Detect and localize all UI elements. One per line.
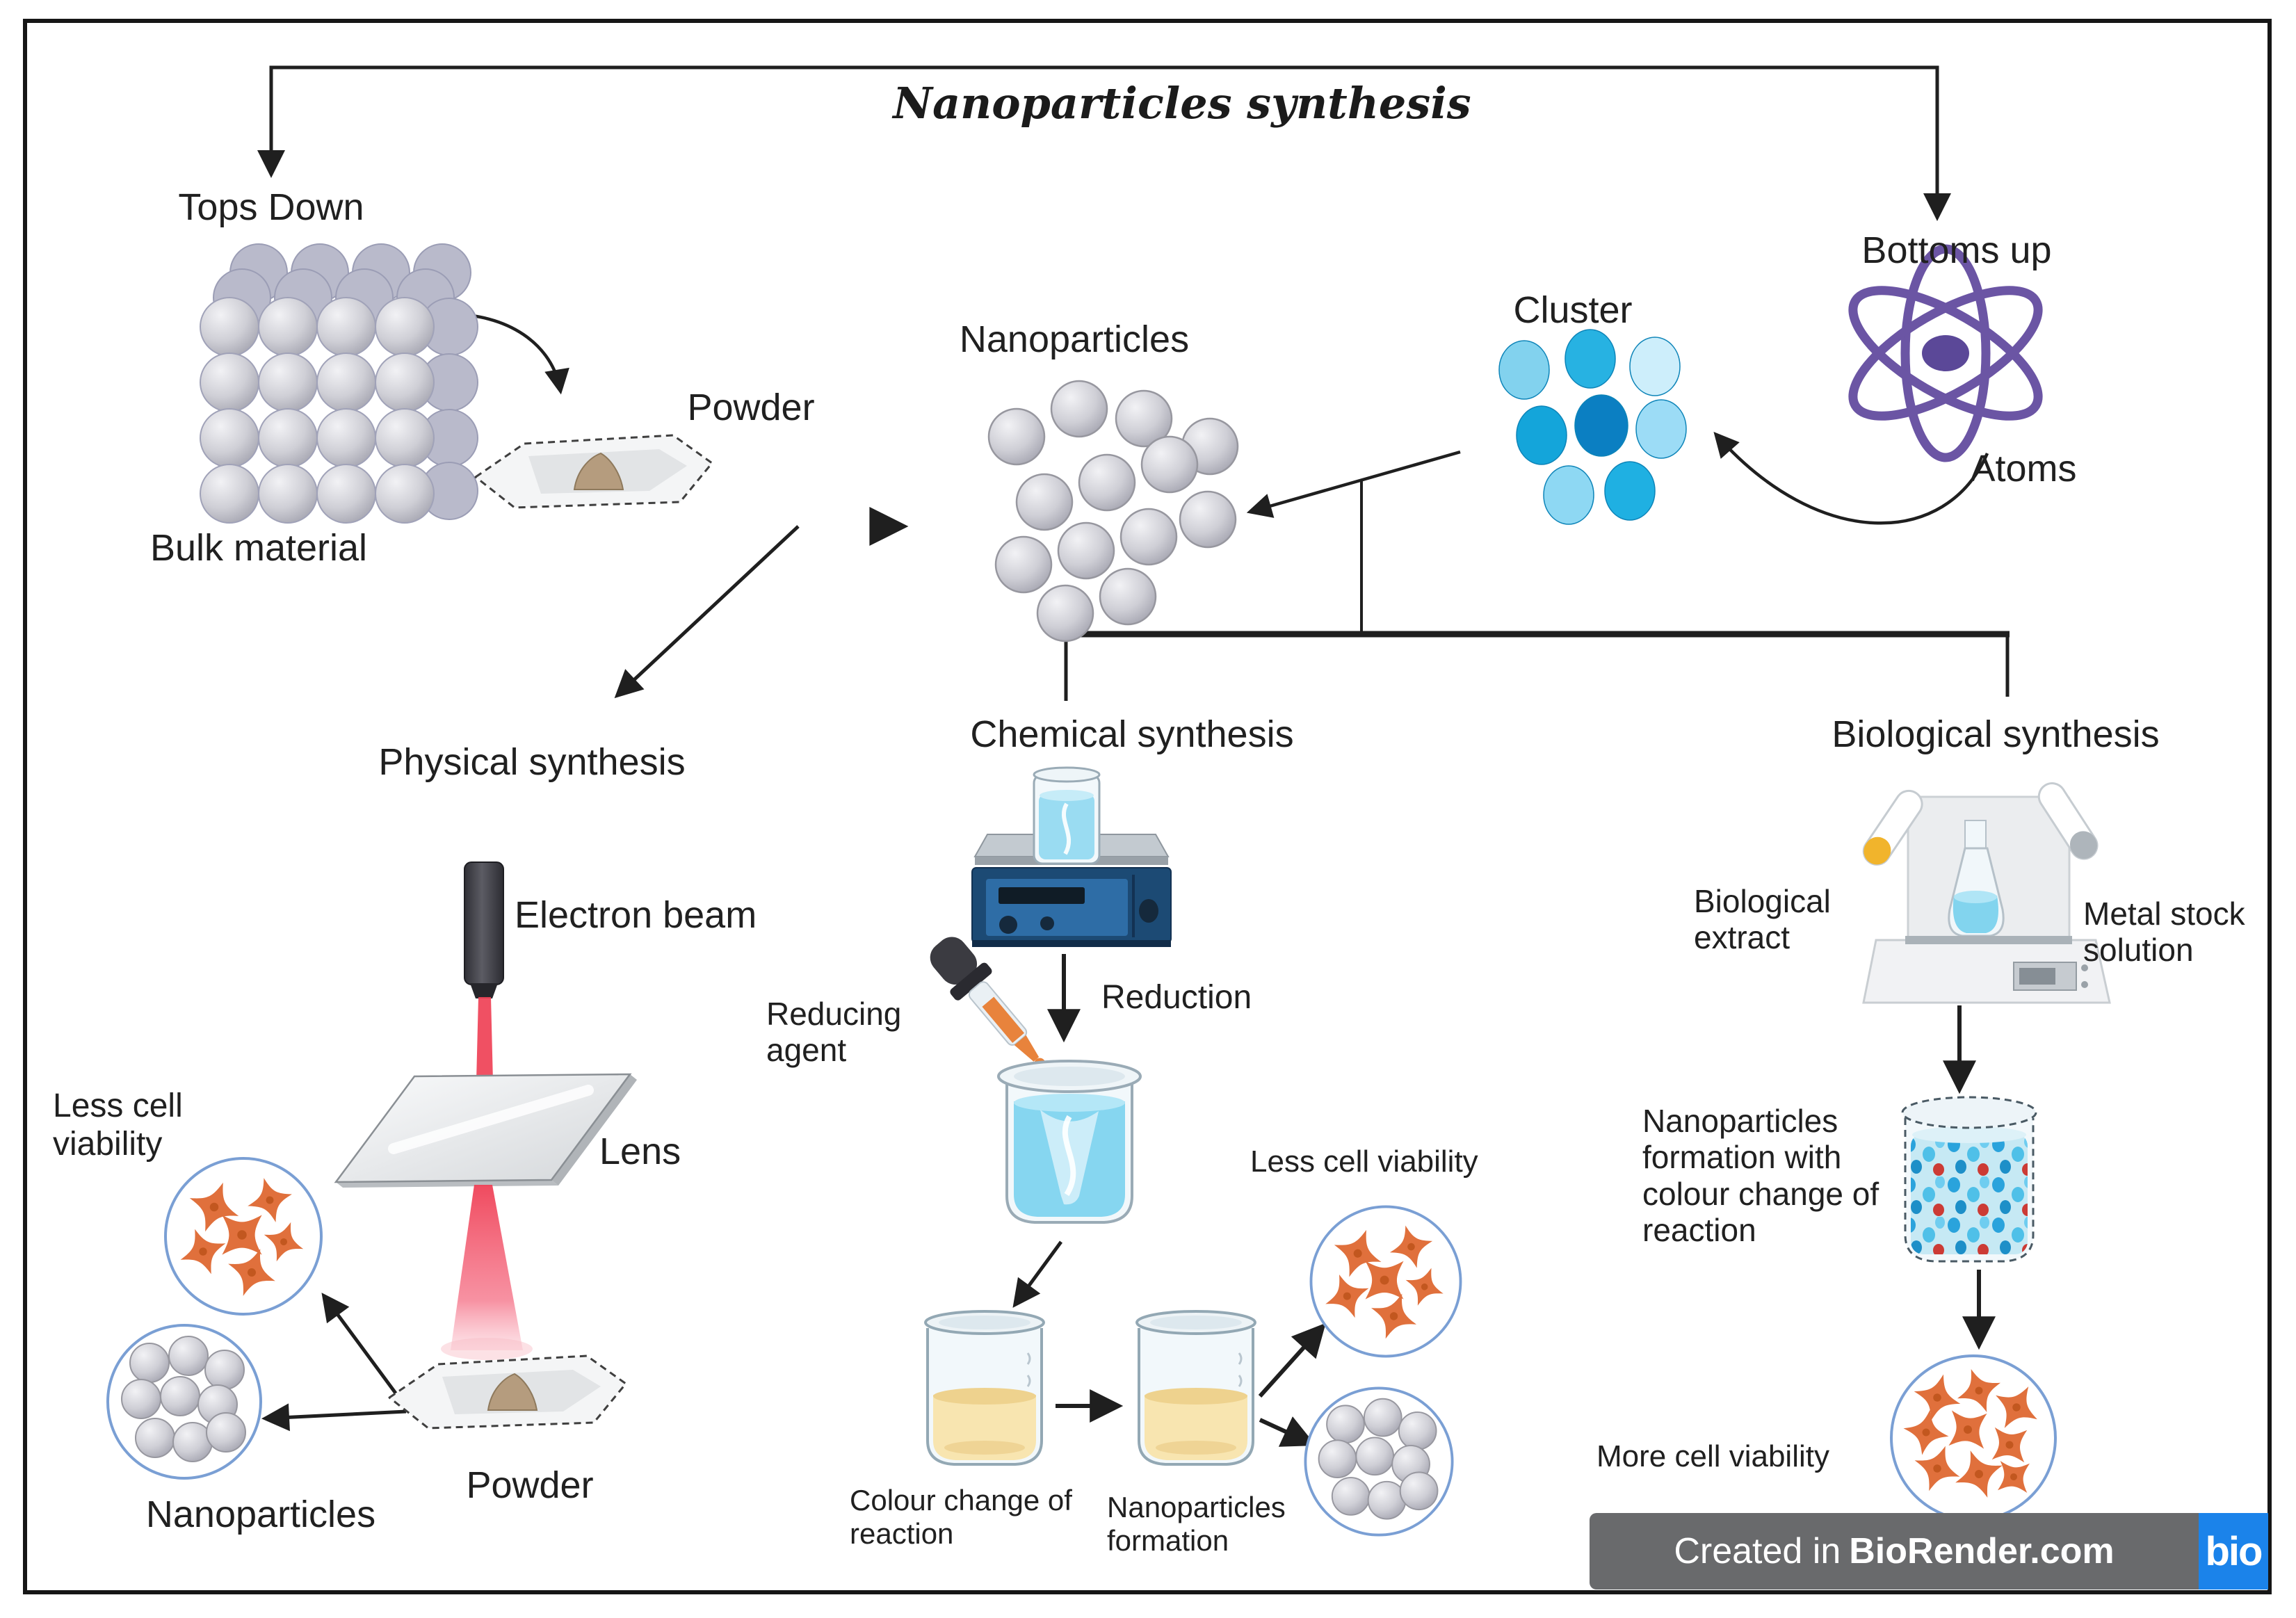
arrow-atoms-to-cluster xyxy=(1713,431,1989,525)
badge-brand: BioRender.com xyxy=(1849,1531,2115,1571)
atom-icon xyxy=(1848,244,2043,462)
magnetic-stirrer-icon xyxy=(971,834,1172,947)
label-reduction: Reduction xyxy=(1101,979,1252,1016)
label-tops-down: Tops Down xyxy=(178,186,364,228)
label-less-cell-viability-mid: Less cell viability xyxy=(1250,1144,1478,1179)
colour-change-beaker-icon xyxy=(924,1310,1045,1466)
biological-extract-tube-icon xyxy=(1862,789,1923,866)
label-powder-top: Powder xyxy=(687,387,815,428)
badge-prefix: Created in xyxy=(1674,1531,1841,1571)
beam-glow-icon xyxy=(441,1338,533,1360)
section-title-biological: Biological synthesis xyxy=(1832,713,2160,755)
arrow-beaker2-to-nanoparticles xyxy=(1259,1416,1316,1447)
arrow-beaker2-to-cells xyxy=(1258,1322,1326,1398)
label-less-cell-viability-left: Less cell viability xyxy=(53,1087,183,1163)
figure-border xyxy=(23,19,2272,1594)
section-title-chemical: Chemical synthesis xyxy=(970,713,1294,755)
arrow-powder-to-nanoparticles-left xyxy=(261,1403,407,1432)
stirrer-beaker-icon xyxy=(1033,766,1101,865)
flask-icon xyxy=(1948,820,2005,937)
label-metal-stock-solution: Metal stock solution xyxy=(2083,896,2245,969)
arrow-to-physical xyxy=(614,525,800,699)
label-powder-bottom: Powder xyxy=(466,1464,594,1506)
title-bracket xyxy=(257,65,1951,221)
label-bottoms-up: Bottoms up xyxy=(1861,229,2052,271)
electron-beam-lower-icon xyxy=(451,1185,523,1350)
arrow-cluster-to-nanoparticles xyxy=(1246,450,1461,518)
electron-gun-icon xyxy=(464,861,504,998)
label-atoms: Atoms xyxy=(1970,448,2077,490)
arrow-vortex-to-beaker1 xyxy=(1012,1240,1063,1308)
page-title: Nanoparticles synthesis xyxy=(893,78,1471,129)
vortex-beaker-icon xyxy=(997,1060,1142,1224)
lens-icon xyxy=(334,1073,637,1188)
label-cluster: Cluster xyxy=(1513,289,1633,331)
label-nanoparticles-formation: Nanoparticles formation xyxy=(1107,1491,1286,1557)
label-reducing-agent: Reducing agent xyxy=(766,996,902,1069)
label-colour-change: Colour change of reaction xyxy=(850,1484,1072,1550)
arrow-powder-to-cells-left xyxy=(321,1293,408,1409)
label-nanoparticles: Nanoparticles xyxy=(959,318,1190,360)
balance-scale-icon xyxy=(1862,782,2111,1004)
label-nanoparticles-left: Nanoparticles xyxy=(145,1494,376,1535)
biorender-badge: Created in BioRender.com xyxy=(1590,1513,2199,1589)
dropper-icon xyxy=(930,937,1046,1069)
connector-lines xyxy=(257,65,2010,1447)
bio-reaction-beaker-icon xyxy=(1901,1096,2037,1263)
biorender-logo-icon: bio xyxy=(2199,1513,2268,1589)
label-bulk-material: Bulk material xyxy=(149,527,368,569)
formation-beaker-icon xyxy=(1135,1310,1256,1466)
label-bio-nanoparticles-formation: Nanoparticles formation with colour chan… xyxy=(1642,1103,1879,1249)
section-title-physical: Physical synthesis xyxy=(378,741,686,783)
metal-stock-tube-icon xyxy=(2037,782,2099,860)
label-more-cell-viability: More cell viability xyxy=(1596,1439,1829,1473)
cluster-icon xyxy=(1498,329,1687,525)
label-electron-beam: Electron beam xyxy=(515,894,757,936)
label-biological-extract: Biological extract xyxy=(1694,883,1831,956)
label-lens: Lens xyxy=(599,1131,681,1172)
